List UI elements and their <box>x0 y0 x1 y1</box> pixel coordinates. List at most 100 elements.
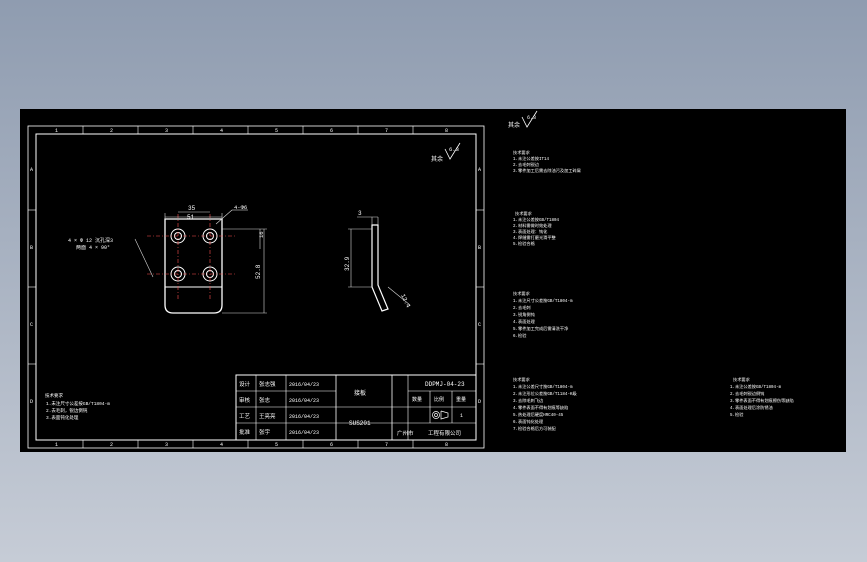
hole-callout-line2: 两面 4 × 90° <box>76 245 110 251</box>
drawing-number: DDPMJ-04-23 <box>425 381 465 388</box>
border-number: 6 <box>330 128 333 134</box>
right-note-title: 技术要求 <box>513 376 531 383</box>
company-suffix: 工程有限公司 <box>428 429 461 437</box>
right-note-line: 3.零件加工后需去除油污及加工碎屑 <box>513 167 581 174</box>
border-number: 4 <box>220 442 223 448</box>
scale-value: 1 <box>460 413 463 419</box>
note-line: 1.未注尺寸公差按GB/T1804-m <box>46 400 110 407</box>
bent-plate-profile <box>371 224 389 312</box>
dim-top-inner: 51 <box>187 214 195 221</box>
right-notes-block-2: 技术要求 1.未注公差按GB/T1804 2.材料需做时效处理 3.表面处理：钝… <box>513 210 560 247</box>
border-letter: A <box>478 167 481 173</box>
border-number: 7 <box>385 128 388 134</box>
title-name-cell: 张宇 <box>259 428 271 436</box>
border-numbers-top: 1 2 3 4 5 6 7 8 1 2 3 4 5 6 7 8 <box>55 128 448 448</box>
right-note-line: 1.未注公差按GB/T1804-m <box>730 383 782 390</box>
right-note-line: 5.检验合格 <box>513 240 536 247</box>
border-number: 3 <box>165 128 168 134</box>
right-note-line: 2.材料需做时效处理 <box>513 222 552 229</box>
right-note-line: 2.去毛刺 <box>513 304 531 311</box>
right-note-line: 4.零件表面不得有划痕等缺陷 <box>513 404 568 411</box>
border-number: 7 <box>385 442 388 448</box>
dim-top-outer: 35 <box>188 205 196 212</box>
border-letter: C <box>478 322 481 328</box>
roughness-right-label: 其余 <box>508 121 520 129</box>
technical-notes: 技术要求 1.未注尺寸公差按GB/T1804-m 2.去毛刺，锐边倒钝 3.表面… <box>45 392 110 421</box>
front-view: 35 51 4-Φ6 16 52.8 4 × Φ 12 沉孔深3 两面 4 × … <box>68 204 267 314</box>
right-note-line: 5.检验 <box>730 411 744 418</box>
material: SUS201 <box>349 420 371 427</box>
border-letter: A <box>30 167 33 173</box>
side-view: 3 32.9 12.4 <box>344 210 412 312</box>
border-number: 2 <box>110 128 113 134</box>
border-number: 6 <box>330 442 333 448</box>
border-number: 1 <box>55 442 58 448</box>
title-date-cell: 2016/04/23 <box>289 398 319 404</box>
right-note-line: 4.表面处理 <box>513 318 536 325</box>
border-number: 2 <box>110 442 113 448</box>
right-note-line: 7.检验合格后方可装配 <box>513 425 557 432</box>
right-notes-block-4: 技术要求 1.未注公差尺寸按GB/T1804-m 2.未注形位公差按GB/T11… <box>513 376 577 432</box>
right-notes-block-1: 技术要求 1.未注公差按IT14 2.去毛刺锐边 3.零件加工后需去除油污及加工… <box>513 149 581 174</box>
border-letters: A B C D A B C D <box>30 167 481 405</box>
border-letter: D <box>30 399 33 405</box>
right-note-line: 2.未注形位公差按GB/T1184-K级 <box>513 390 577 397</box>
right-note-title: 技术要求 <box>513 290 531 297</box>
title-date-cell: 2016/04/23 <box>289 430 319 436</box>
part-name: 接板 <box>354 389 366 397</box>
right-note-line: 2.去毛刺锐边 <box>513 161 540 168</box>
right-note-line: 1.未注公差尺寸按GB/T1804-m <box>513 383 573 390</box>
right-notes-block-5: 技术要求 1.未注公差按GB/T1804-m 2.去毛刺锐边倒钝 3.零件表面不… <box>730 376 794 418</box>
title-name-cell: 张志 <box>259 396 271 404</box>
border-number: 4 <box>220 128 223 134</box>
right-note-line: 4.焊缝需打磨光滑平整 <box>513 234 557 241</box>
roughness-right-value: 6.3 <box>527 115 536 121</box>
dim-side-total: 52.8 <box>255 264 262 279</box>
projection-symbol <box>432 410 449 420</box>
dim-bend: 12.4 <box>399 293 412 309</box>
dim-height: 32.9 <box>344 256 351 271</box>
border-number: 5 <box>275 128 278 134</box>
title-row-label: 工艺 <box>239 413 251 420</box>
title-row-label: 批准 <box>239 428 251 436</box>
right-note-line: 3.锐角倒钝 <box>513 311 536 318</box>
right-note-line: 1.未注尺寸公差按GB/T1804-m <box>513 297 573 304</box>
right-note-line: 5.零件加工完成后需清洗干净 <box>513 325 568 332</box>
border-letter: B <box>30 245 33 251</box>
right-note-title: 技术要求 <box>515 210 533 217</box>
scale-header: 比例 <box>434 396 444 403</box>
right-note-line: 3.表面处理：钝化 <box>513 228 548 235</box>
title-block: 设计 审核 工艺 批准 张志强 张志 王亮亮 张宇 2016/04/23 201… <box>235 374 477 441</box>
right-notes-block-3: 技术要求 1.未注尺寸公差按GB/T1804-m 2.去毛刺 3.锐角倒钝 4.… <box>513 290 573 339</box>
note-line: 3.表面钝化处理 <box>46 414 79 421</box>
title-date-cell: 2016/04/23 <box>289 382 319 388</box>
right-roughness-symbol: 其余 6.3 <box>508 110 538 129</box>
roughness-label: 其余 <box>431 155 443 163</box>
surface-roughness-symbol: 其余 6.3 <box>431 142 461 163</box>
mounting-hole <box>170 228 218 282</box>
note-line: 2.去毛刺，锐边倒钝 <box>46 407 88 414</box>
cad-drawing-canvas[interactable]: 1 2 3 4 5 6 7 8 1 2 3 4 5 6 7 8 A B C D … <box>20 109 846 452</box>
right-note-line: 3.去除毛刺飞边 <box>513 397 544 404</box>
title-date-cell: 2016/04/23 <box>289 414 319 420</box>
right-note-line: 1.未注公差按IT14 <box>513 155 550 162</box>
border-letter: B <box>478 245 481 251</box>
right-note-line: 1.未注公差按GB/T1804 <box>513 216 560 223</box>
company-name: 广州市 <box>397 429 414 437</box>
plate-outline <box>164 218 223 314</box>
cad-drawing: 1 2 3 4 5 6 7 8 1 2 3 4 5 6 7 8 A B C D … <box>27 110 794 449</box>
border-letter: C <box>30 322 33 328</box>
roughness-value: 6.3 <box>449 146 459 153</box>
right-note-title: 技术要求 <box>513 149 531 156</box>
border-number: 8 <box>445 128 448 134</box>
dim-thickness: 3 <box>358 210 362 217</box>
notes-title: 技术要求 <box>45 392 63 399</box>
title-name-cell: 王亮亮 <box>259 412 276 420</box>
hole-callout-line1: 4 × Φ 12 沉孔深3 <box>68 237 113 244</box>
right-note-line: 2.去毛刺锐边倒钝 <box>730 390 765 397</box>
right-note-line: 3.零件表面不得有划痕擦伤等缺陷 <box>730 397 794 404</box>
border-ticks <box>28 126 484 448</box>
title-name-cell: 张志强 <box>259 380 276 388</box>
border-number: 5 <box>275 442 278 448</box>
dim-hole-note: 4-Φ6 <box>234 204 247 211</box>
